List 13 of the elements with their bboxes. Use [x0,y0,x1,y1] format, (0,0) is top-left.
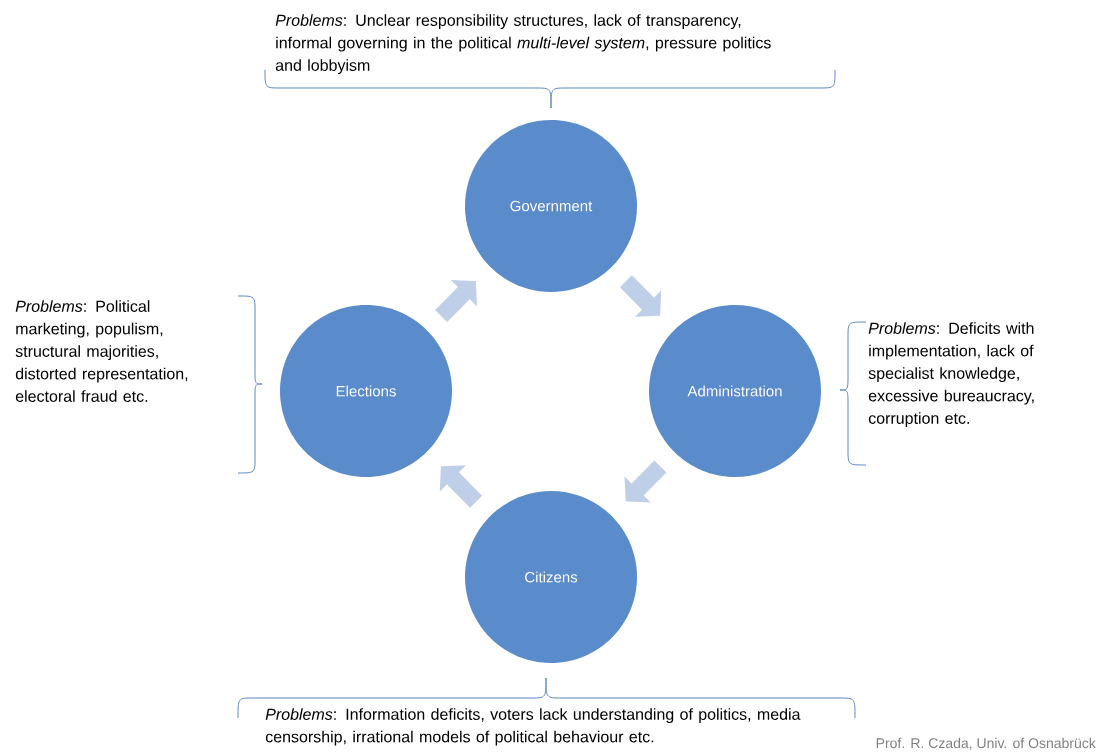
circle-node: Elections [280,305,452,477]
block-arrow [439,465,483,508]
problem-note: Problems: Unclear responsibility structures, lack of transparency, informal governing in the political multi-level system, pressure politics and lobbyism [275,14,771,75]
credit-text: Prof. R. Czada, Univ. of Osnabrück [876,737,1096,750]
problem-note: Problems: Deficits with implementation, lack of specialist knowledge, excessive bureaucracy, corruption etc. [868,322,1034,428]
problem-note: Problems: Political marketing, populism, structural majorities, distorted representation, electoral fraud etc. [15,300,188,402]
block-arrow [619,275,662,317]
block-arrow [624,460,667,503]
circle-node: Administration [649,305,821,477]
circle-node: Government [465,120,637,292]
circle-node: Citizens [465,491,637,663]
problem-note: Problems: Information deficits, voters lack understanding of politics, media censorship, irrational models of political behaviour etc. [265,708,801,746]
block-arrow [435,280,477,322]
